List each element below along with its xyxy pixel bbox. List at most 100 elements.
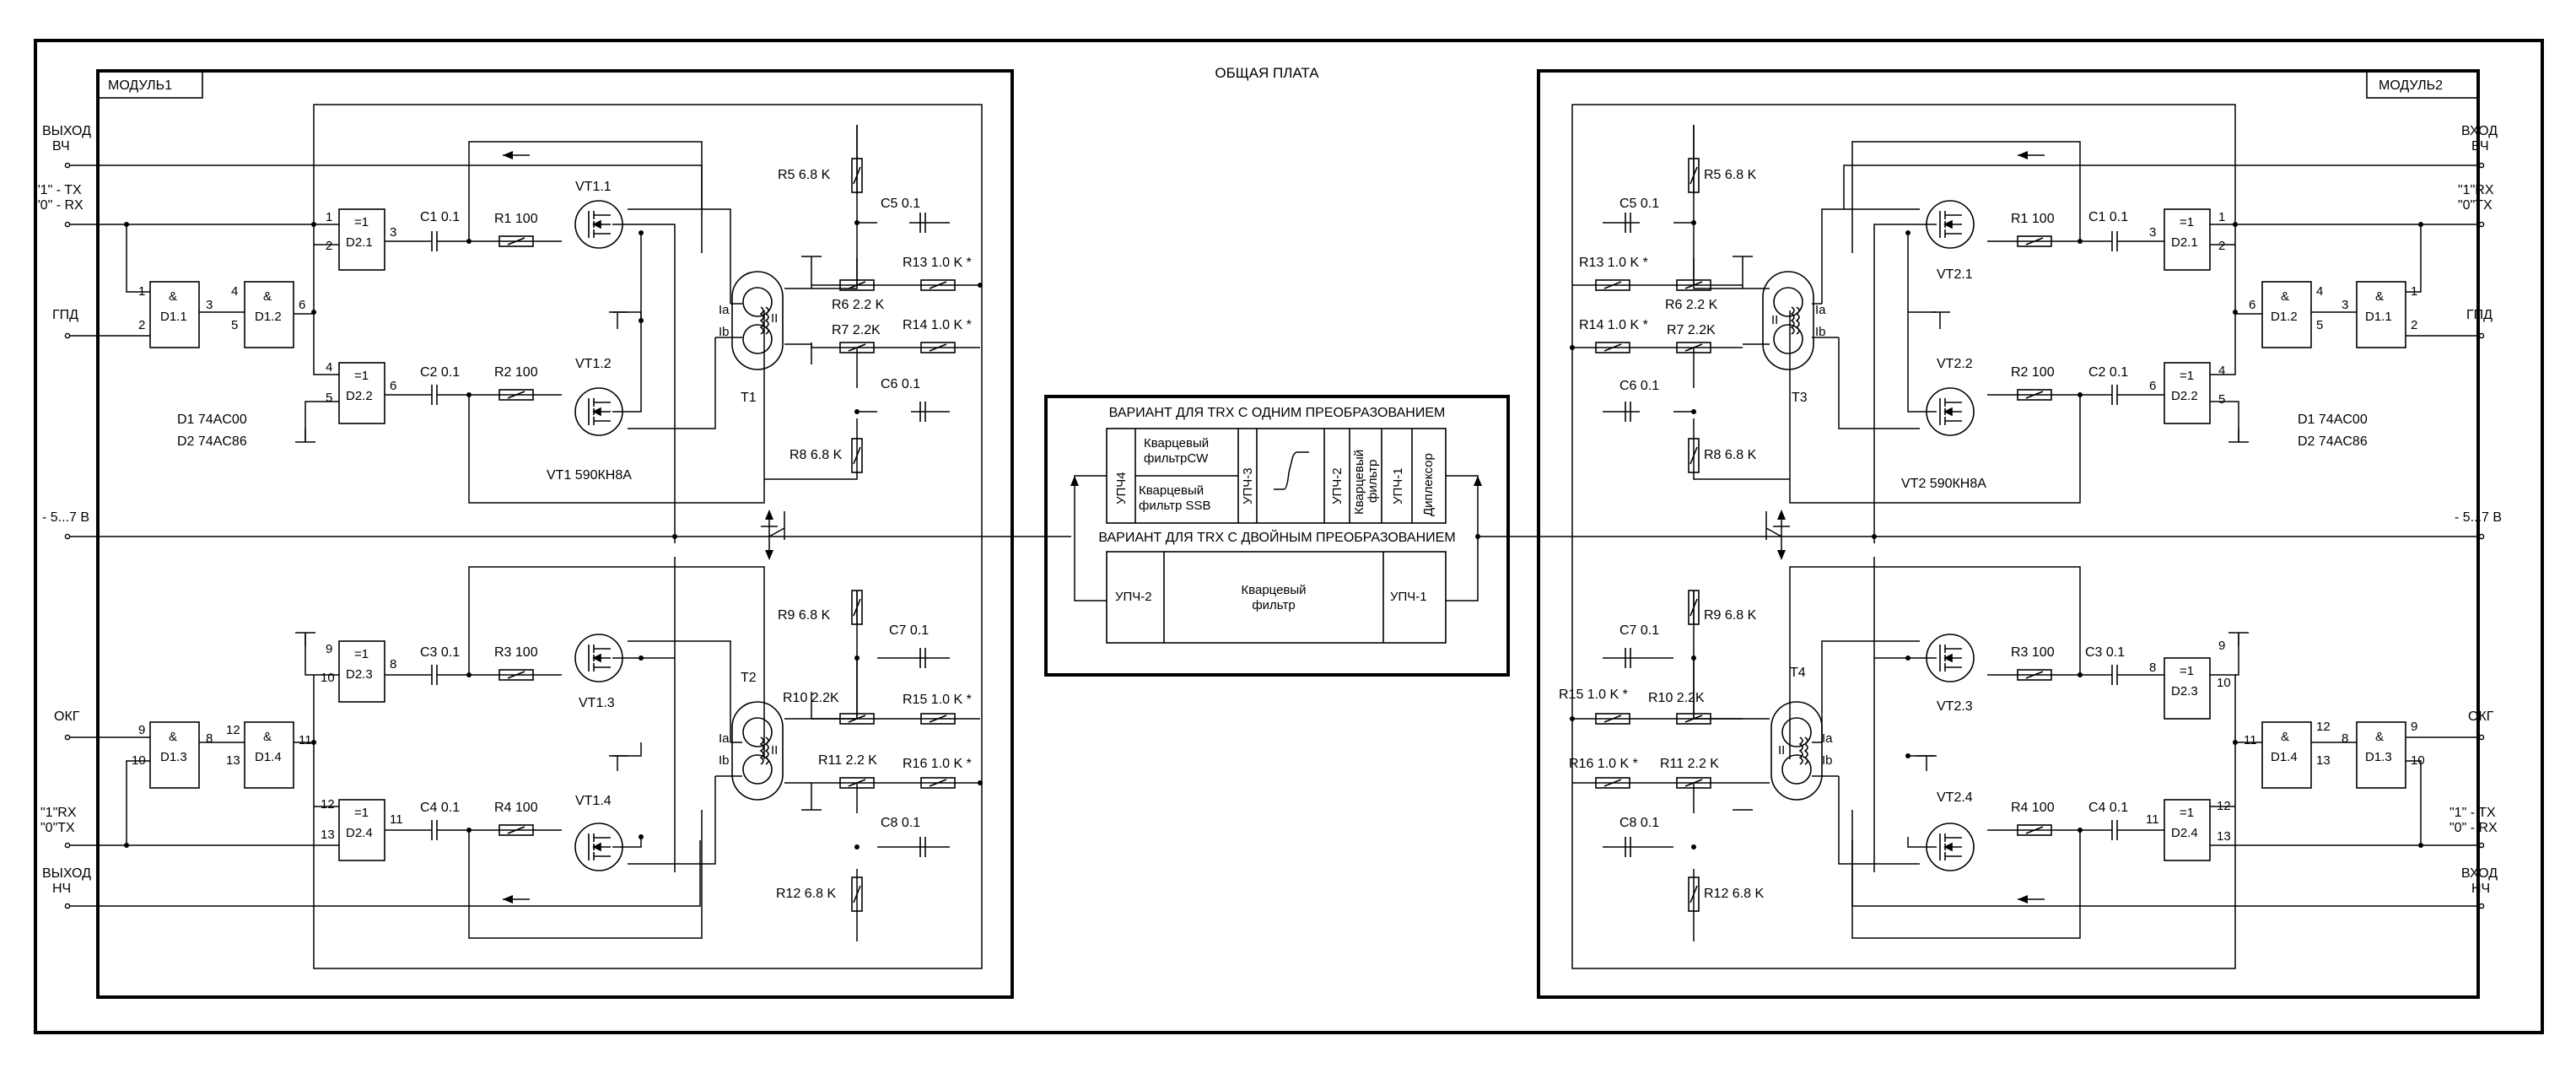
winding-ii: II [771, 311, 778, 326]
d-upch2-label: УПЧ-2 [1115, 590, 1152, 604]
gate-d14 [2261, 721, 2312, 789]
pin-label: 13 [2316, 753, 2331, 768]
wire [304, 401, 339, 442]
port-in-hf-label-2: ВЧ [2471, 139, 2489, 154]
junction-dot [311, 740, 316, 745]
port-supply-label: - 5...7 В [42, 510, 89, 525]
pin-label: 6 [299, 298, 305, 312]
ground-icon [1932, 311, 1950, 329]
wire [468, 310, 765, 504]
gate-d14 [244, 721, 294, 789]
gate-d23 [2164, 657, 2211, 720]
arrow-down-icon [765, 550, 773, 560]
gate-d11 [149, 281, 200, 348]
module-1-label: МОДУЛЬ1 [108, 78, 172, 93]
r6-label: R6 2.2 K [832, 298, 885, 312]
module-2-tag [2366, 70, 2479, 99]
r15-label: R15 1.0 K * [1559, 688, 1628, 702]
upch1-label: УПЧ-1 [1391, 467, 1405, 504]
c2-label: C2 0.1 [2088, 365, 2128, 380]
vt-part-note: VT1 590КН8А [547, 468, 632, 483]
r1-label: R1 100 [494, 212, 538, 226]
pin-label: 6 [2249, 298, 2255, 312]
port-okg-label: ОКГ [2468, 709, 2494, 724]
r4-label: R4 100 [494, 801, 538, 815]
junction-dot [311, 222, 316, 227]
terminal-icon [2478, 842, 2485, 849]
t3-label: T3 [1792, 391, 1808, 405]
r8-label: R8 6.8 K [1704, 448, 1757, 462]
wire [126, 224, 150, 293]
gate-and-symbol: & [2281, 730, 2289, 744]
capacitor-icon [431, 819, 438, 841]
wire [1907, 837, 1937, 848]
junction-dot [854, 655, 860, 661]
gate-d14-label: D1.4 [2271, 750, 2298, 764]
cw-filter-label: Кварцевый [1144, 436, 1209, 450]
gate-xor-symbol: =1 [2180, 806, 2194, 820]
terminal-icon [2478, 221, 2485, 228]
c4-label: C4 0.1 [420, 801, 460, 815]
ic-list-1: D1 74AC00 [2298, 413, 2368, 427]
arrow-up-icon [1777, 510, 1786, 520]
gate-d13-label: D1.3 [2365, 750, 2392, 764]
double-variant-title: ВАРИАНТ ДЛЯ TRX С ДВОЙНЫМ ПРЕОБРАЗОВАНИЕ… [1098, 529, 1455, 545]
variants-frame [1044, 395, 1510, 677]
wire [2210, 314, 2236, 375]
wire [294, 742, 315, 845]
terminal-icon [2478, 734, 2485, 741]
pin-label: 10 [2411, 753, 2425, 768]
d-filter-label: Кварцевый [1241, 583, 1306, 597]
port-out-hf-label-2: ВЧ [52, 139, 70, 154]
c8-label: C8 0.1 [1619, 816, 1659, 830]
c8-label: C8 0.1 [881, 816, 920, 830]
wire [313, 314, 339, 375]
pin-label: 10 [132, 753, 146, 768]
gate-and-symbol: & [169, 289, 177, 304]
junction-dot [1691, 844, 1696, 850]
gate-xor-symbol: =1 [354, 215, 369, 229]
gate-d12 [2261, 281, 2312, 348]
pin-label: 1 [326, 210, 332, 224]
ssb-filter-label-2: фильтр SSB [1139, 499, 1211, 513]
r11-label: R11 2.2 K [1660, 757, 1719, 771]
wire [2406, 224, 2422, 293]
wire [1821, 208, 1920, 304]
wire [628, 208, 731, 304]
junction-dot [639, 230, 644, 235]
junction-dot [1691, 655, 1696, 661]
module-1: МОДУЛЬ1 ВЫХОД ВЧ "1" - TX "0" - RX ГПД -… [35, 69, 1046, 999]
transformer-icon [1762, 271, 1814, 370]
pin-label: 9 [2218, 639, 2225, 653]
r11-label: R11 2.2 K [818, 753, 877, 768]
wire [1789, 310, 2081, 504]
pin-label: 6 [2149, 379, 2156, 393]
port-rxtx-label-2: "0"TX [40, 821, 75, 835]
upch2-label: УПЧ-2 [1330, 467, 1345, 504]
junction-dot [124, 222, 129, 227]
filter-response-icon [1274, 451, 1309, 490]
pin-label: 13 [226, 753, 240, 768]
junction-dot [2078, 239, 2083, 244]
wire [304, 633, 339, 676]
gate-and-symbol: & [169, 730, 177, 744]
c1-label: C1 0.1 [420, 210, 460, 224]
gate-d22 [2164, 362, 2211, 424]
terminal-icon [64, 842, 71, 849]
junction-dot [1872, 534, 1877, 539]
wire [612, 311, 642, 321]
r3-label: R3 100 [494, 645, 538, 660]
pin-label: 11 [2146, 812, 2159, 827]
r9-label: R9 6.8 K [1704, 608, 1757, 623]
capacitor-icon [2111, 664, 2118, 686]
wire [2210, 633, 2239, 676]
vt24-label: VT2.4 [1937, 790, 1973, 805]
arrow-left-icon [2018, 151, 2028, 159]
module-2: МОДУЛЬ2 ВХОД ВЧ "1"RX "0"TX ГПД - 5...7 … [1508, 69, 2502, 999]
upch4-label: УПЧ4 [1114, 472, 1129, 504]
upch3-label: УПЧ-3 [1241, 467, 1255, 504]
arrow-down-icon [1777, 550, 1786, 560]
wire [612, 224, 676, 543]
port-in-lf-label-2: НЧ [2471, 882, 2490, 896]
winding-ia: Ia [719, 731, 730, 746]
